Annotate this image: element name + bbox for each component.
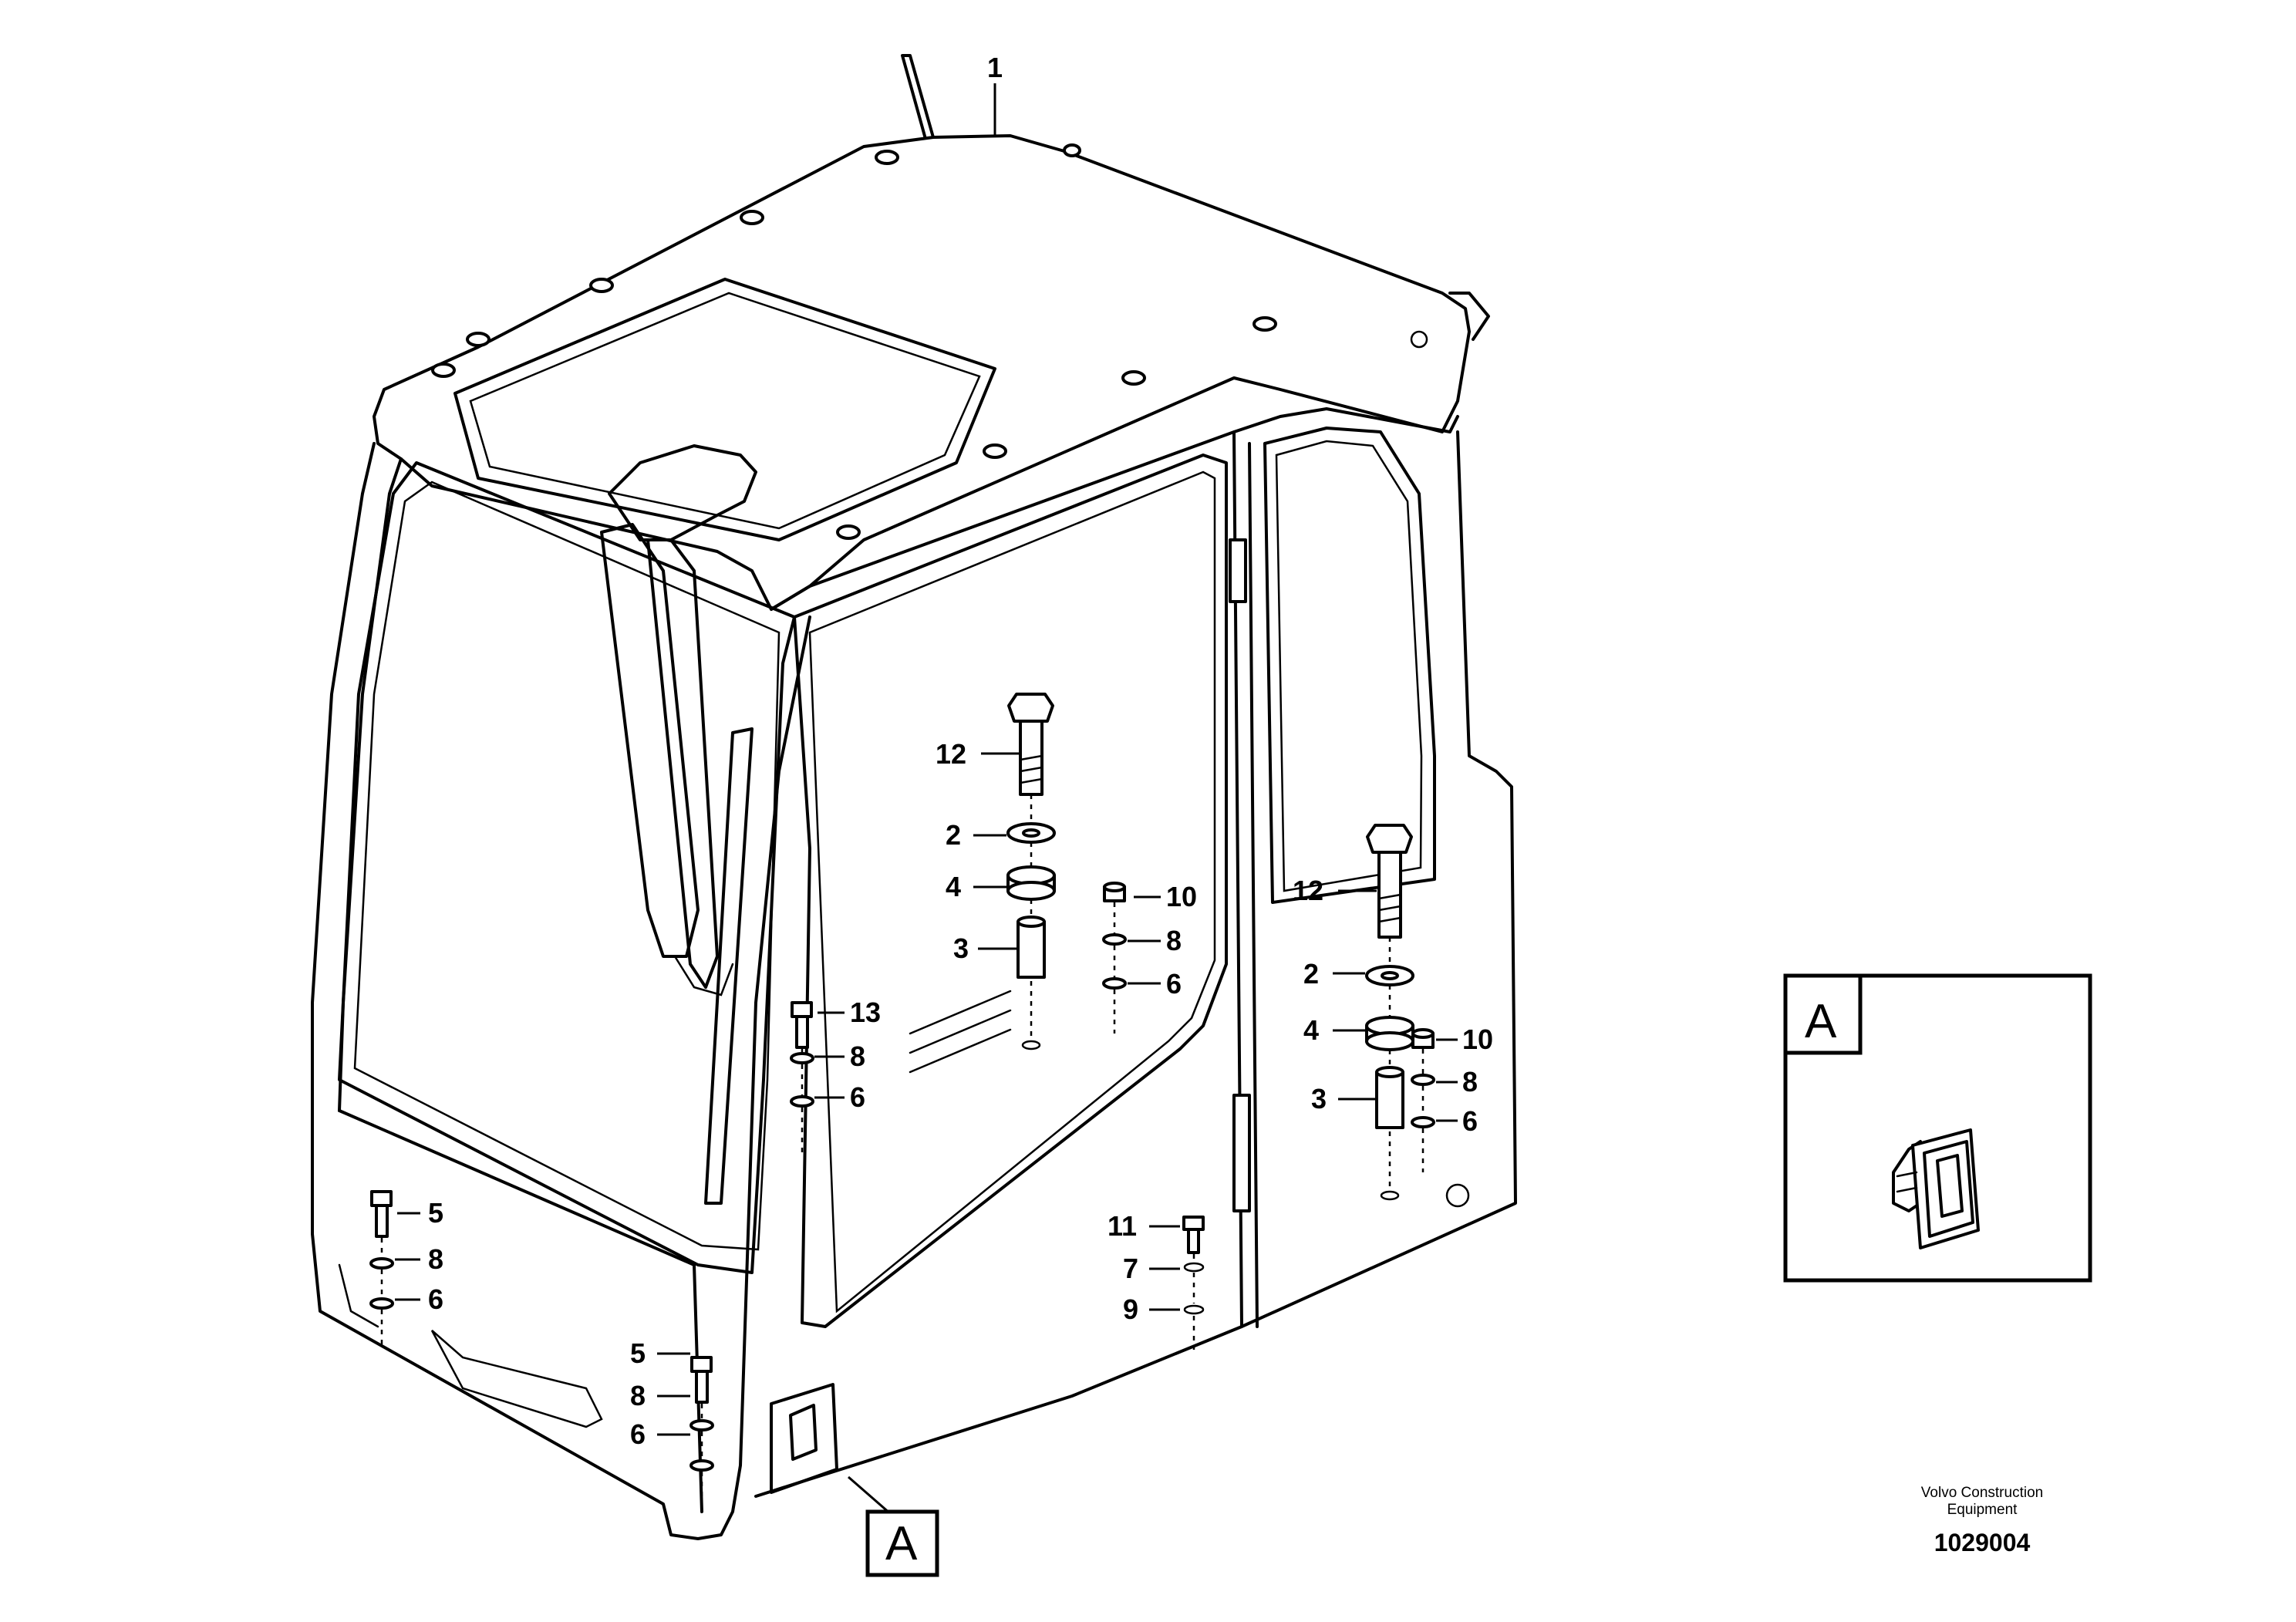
callout-13: 13 [850,996,881,1028]
svg-text:A: A [885,1517,918,1570]
brand-label: Volvo Construction Equipment [1882,1485,2082,1519]
callout-6: 6 [1462,1105,1478,1137]
detail-marker-a: A [865,1509,939,1577]
callout-5: 5 [428,1197,443,1229]
callout-6: 6 [630,1418,646,1450]
callout-4: 4 [1303,1014,1319,1046]
callout-3: 3 [1311,1083,1327,1114]
cab-body [311,54,1517,1540]
callout-6: 6 [428,1283,443,1315]
callout-6: 6 [1166,968,1182,1000]
door-handle-part [1892,1128,1980,1249]
callout-3: 3 [953,932,969,964]
bolt-12-upper [1007,693,1054,796]
callout-11: 11 [1108,1210,1137,1242]
callout-10: 10 [1166,881,1197,912]
fasteners [369,693,1435,1512]
callout-9: 9 [1123,1293,1138,1325]
callout-6: 6 [850,1081,865,1113]
bushing-4-upper [1006,865,1056,901]
callout-12: 12 [936,738,966,770]
detail-box-label: A [1805,995,1837,1048]
sleeve-3-upper [1017,916,1046,979]
callout-2: 2 [946,819,961,851]
drawing-number: 1029004 [1934,1529,2031,1556]
callout-8: 8 [1462,1066,1478,1098]
callout-4: 4 [946,871,961,902]
callout-7: 7 [1123,1253,1138,1284]
callout-8: 8 [428,1243,443,1275]
callout-8: 8 [630,1380,646,1411]
brand-line-2: Equipment [1947,1502,2018,1518]
callout-8: 8 [1166,925,1182,956]
callout-5: 5 [630,1337,646,1369]
callout-2: 2 [1303,958,1319,990]
detail-view-a: A [1783,973,2092,1283]
callout-numbers: 1 12 2 4 3 10 8 6 13 8 6 12 2 4 3 10 8 6… [428,52,1961,1450]
brand-line-1: Volvo Construction [1920,1485,2044,1501]
callout-12: 12 [1293,875,1323,906]
callout-1: 1 [987,52,1003,83]
callout-10: 10 [1462,1023,1493,1055]
callout-8: 8 [850,1040,865,1072]
